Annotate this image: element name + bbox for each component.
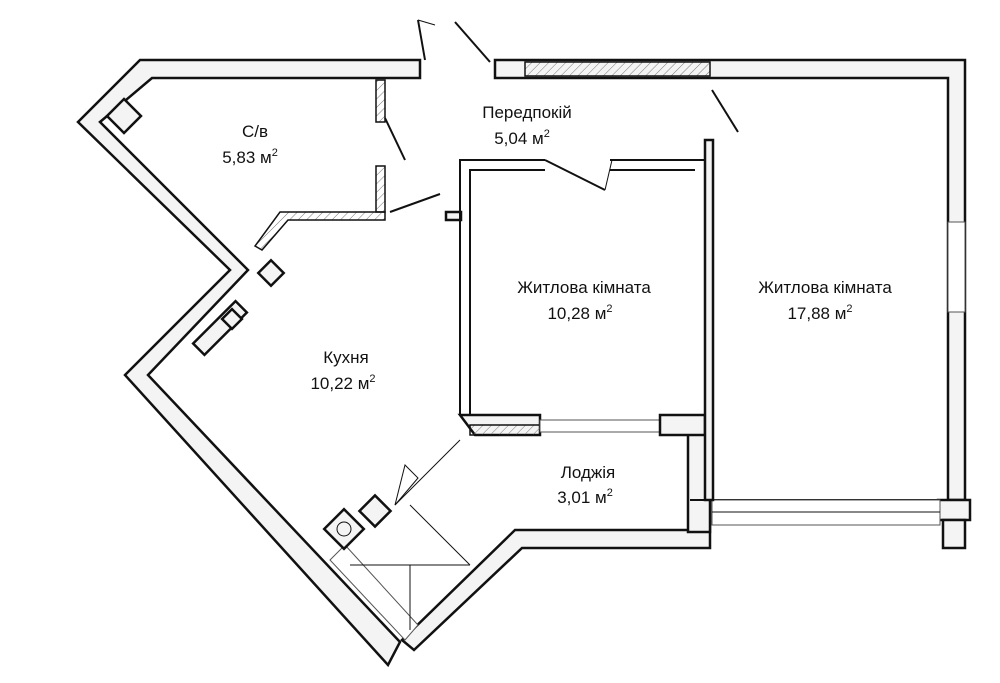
room-name: Лоджія	[561, 463, 616, 482]
room-name: Житлова кімната	[758, 278, 892, 297]
exterior-walls	[76, 58, 972, 668]
loggia-walls	[329, 418, 945, 652]
room-name: С/в	[242, 122, 268, 141]
room-label-living-room-1: Житлова кімната 10,28 м2	[517, 278, 651, 323]
room-area: 10,28 м2	[547, 303, 612, 323]
room-area: 10,22 м2	[310, 373, 375, 393]
room-label-bathroom: С/в 5,83 м2	[222, 122, 278, 167]
interior-walls	[105, 19, 739, 551]
room-name: Кухня	[323, 348, 369, 367]
room-label-living-room-2: Житлова кімната 17,88 м2	[758, 278, 892, 323]
room-label-kitchen: Кухня 10,22 м2	[310, 348, 375, 393]
room-name: Передпокій	[482, 103, 572, 122]
room-area: 3,01 м2	[557, 487, 613, 507]
room-area: 5,83 м2	[222, 147, 278, 167]
room-area: 5,04 м2	[494, 128, 550, 148]
room-label-hallway: Передпокій 5,04 м2	[482, 103, 572, 148]
room-label-loggia: Лоджія 3,01 м2	[557, 463, 615, 507]
room-area: 17,88 м2	[787, 303, 852, 323]
room-name: Житлова кімната	[517, 278, 651, 297]
